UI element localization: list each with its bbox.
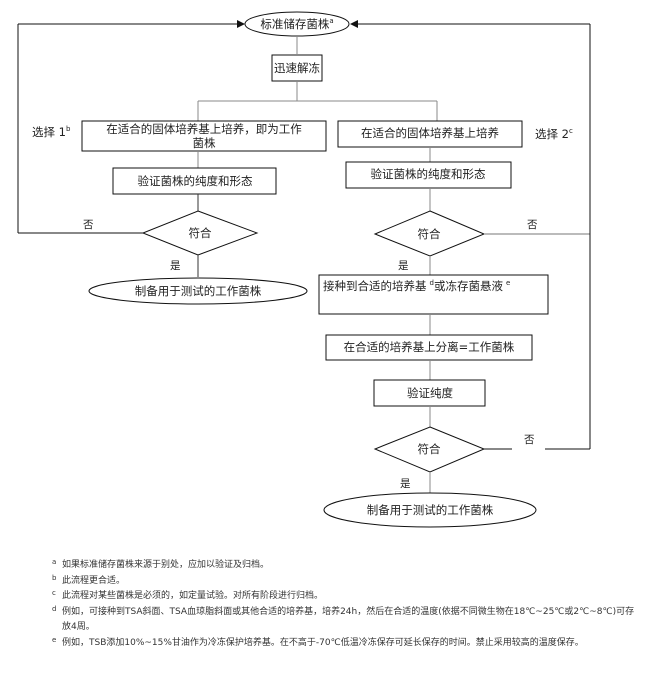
option1-culture-box (81, 120, 327, 152)
option1-decision-label: 符合 (189, 226, 212, 240)
option2-verify-purity-box (373, 379, 486, 407)
option1-end-node (88, 277, 308, 305)
option2-yes2-label: 是 (400, 478, 411, 490)
option2-isolate-label: 在合适的培养基上分离=工作菌株 (344, 340, 515, 354)
flowchart: 标准储存菌株a 迅速解冻 选择 1b 在适合的固体培养基上培养，即为工作 菌株 … (17, 11, 591, 528)
option1-no-label: 否 (83, 219, 94, 231)
option2-culture-box (337, 120, 523, 148)
option1-label: 选择 1b (32, 125, 71, 139)
option1-verify-box (112, 167, 277, 195)
option1-culture-line1: 在适合的固体培养基上培养，即为工作 (106, 122, 302, 136)
option1-culture-line2: 菌株 (193, 136, 216, 150)
thaw-box (271, 54, 323, 82)
thaw-label: 迅速解冻 (274, 61, 320, 75)
option2-culture-label: 在适合的固体培养基上培养 (361, 126, 499, 140)
start-node-label: 标准储存菌株a (260, 17, 333, 31)
option2-label: 选择 2c (535, 127, 573, 141)
option2-inoculate-box (318, 274, 549, 315)
option2-no2-label: 否 (524, 434, 535, 446)
option1-yes-label: 是 (170, 260, 181, 272)
option2-yes-label: 是 (398, 260, 409, 272)
option2-decision-label: 符合 (418, 227, 441, 241)
option2-decision2-label: 符合 (418, 442, 441, 456)
option2-isolate-box (325, 334, 533, 361)
option1-end-label: 制备用于测试的工作菌株 (135, 284, 262, 298)
option2-verify-purity-label: 验证纯度 (407, 386, 453, 400)
option2-verify-label: 验证菌株的纯度和形态 (371, 167, 486, 181)
option1-verify-label: 验证菌株的纯度和形态 (138, 174, 253, 188)
option2-end-label: 制备用于测试的工作菌株 (367, 503, 494, 517)
option2-end-node (323, 492, 537, 528)
option2-verify-box (345, 161, 512, 189)
option2-no-label: 否 (527, 219, 538, 231)
